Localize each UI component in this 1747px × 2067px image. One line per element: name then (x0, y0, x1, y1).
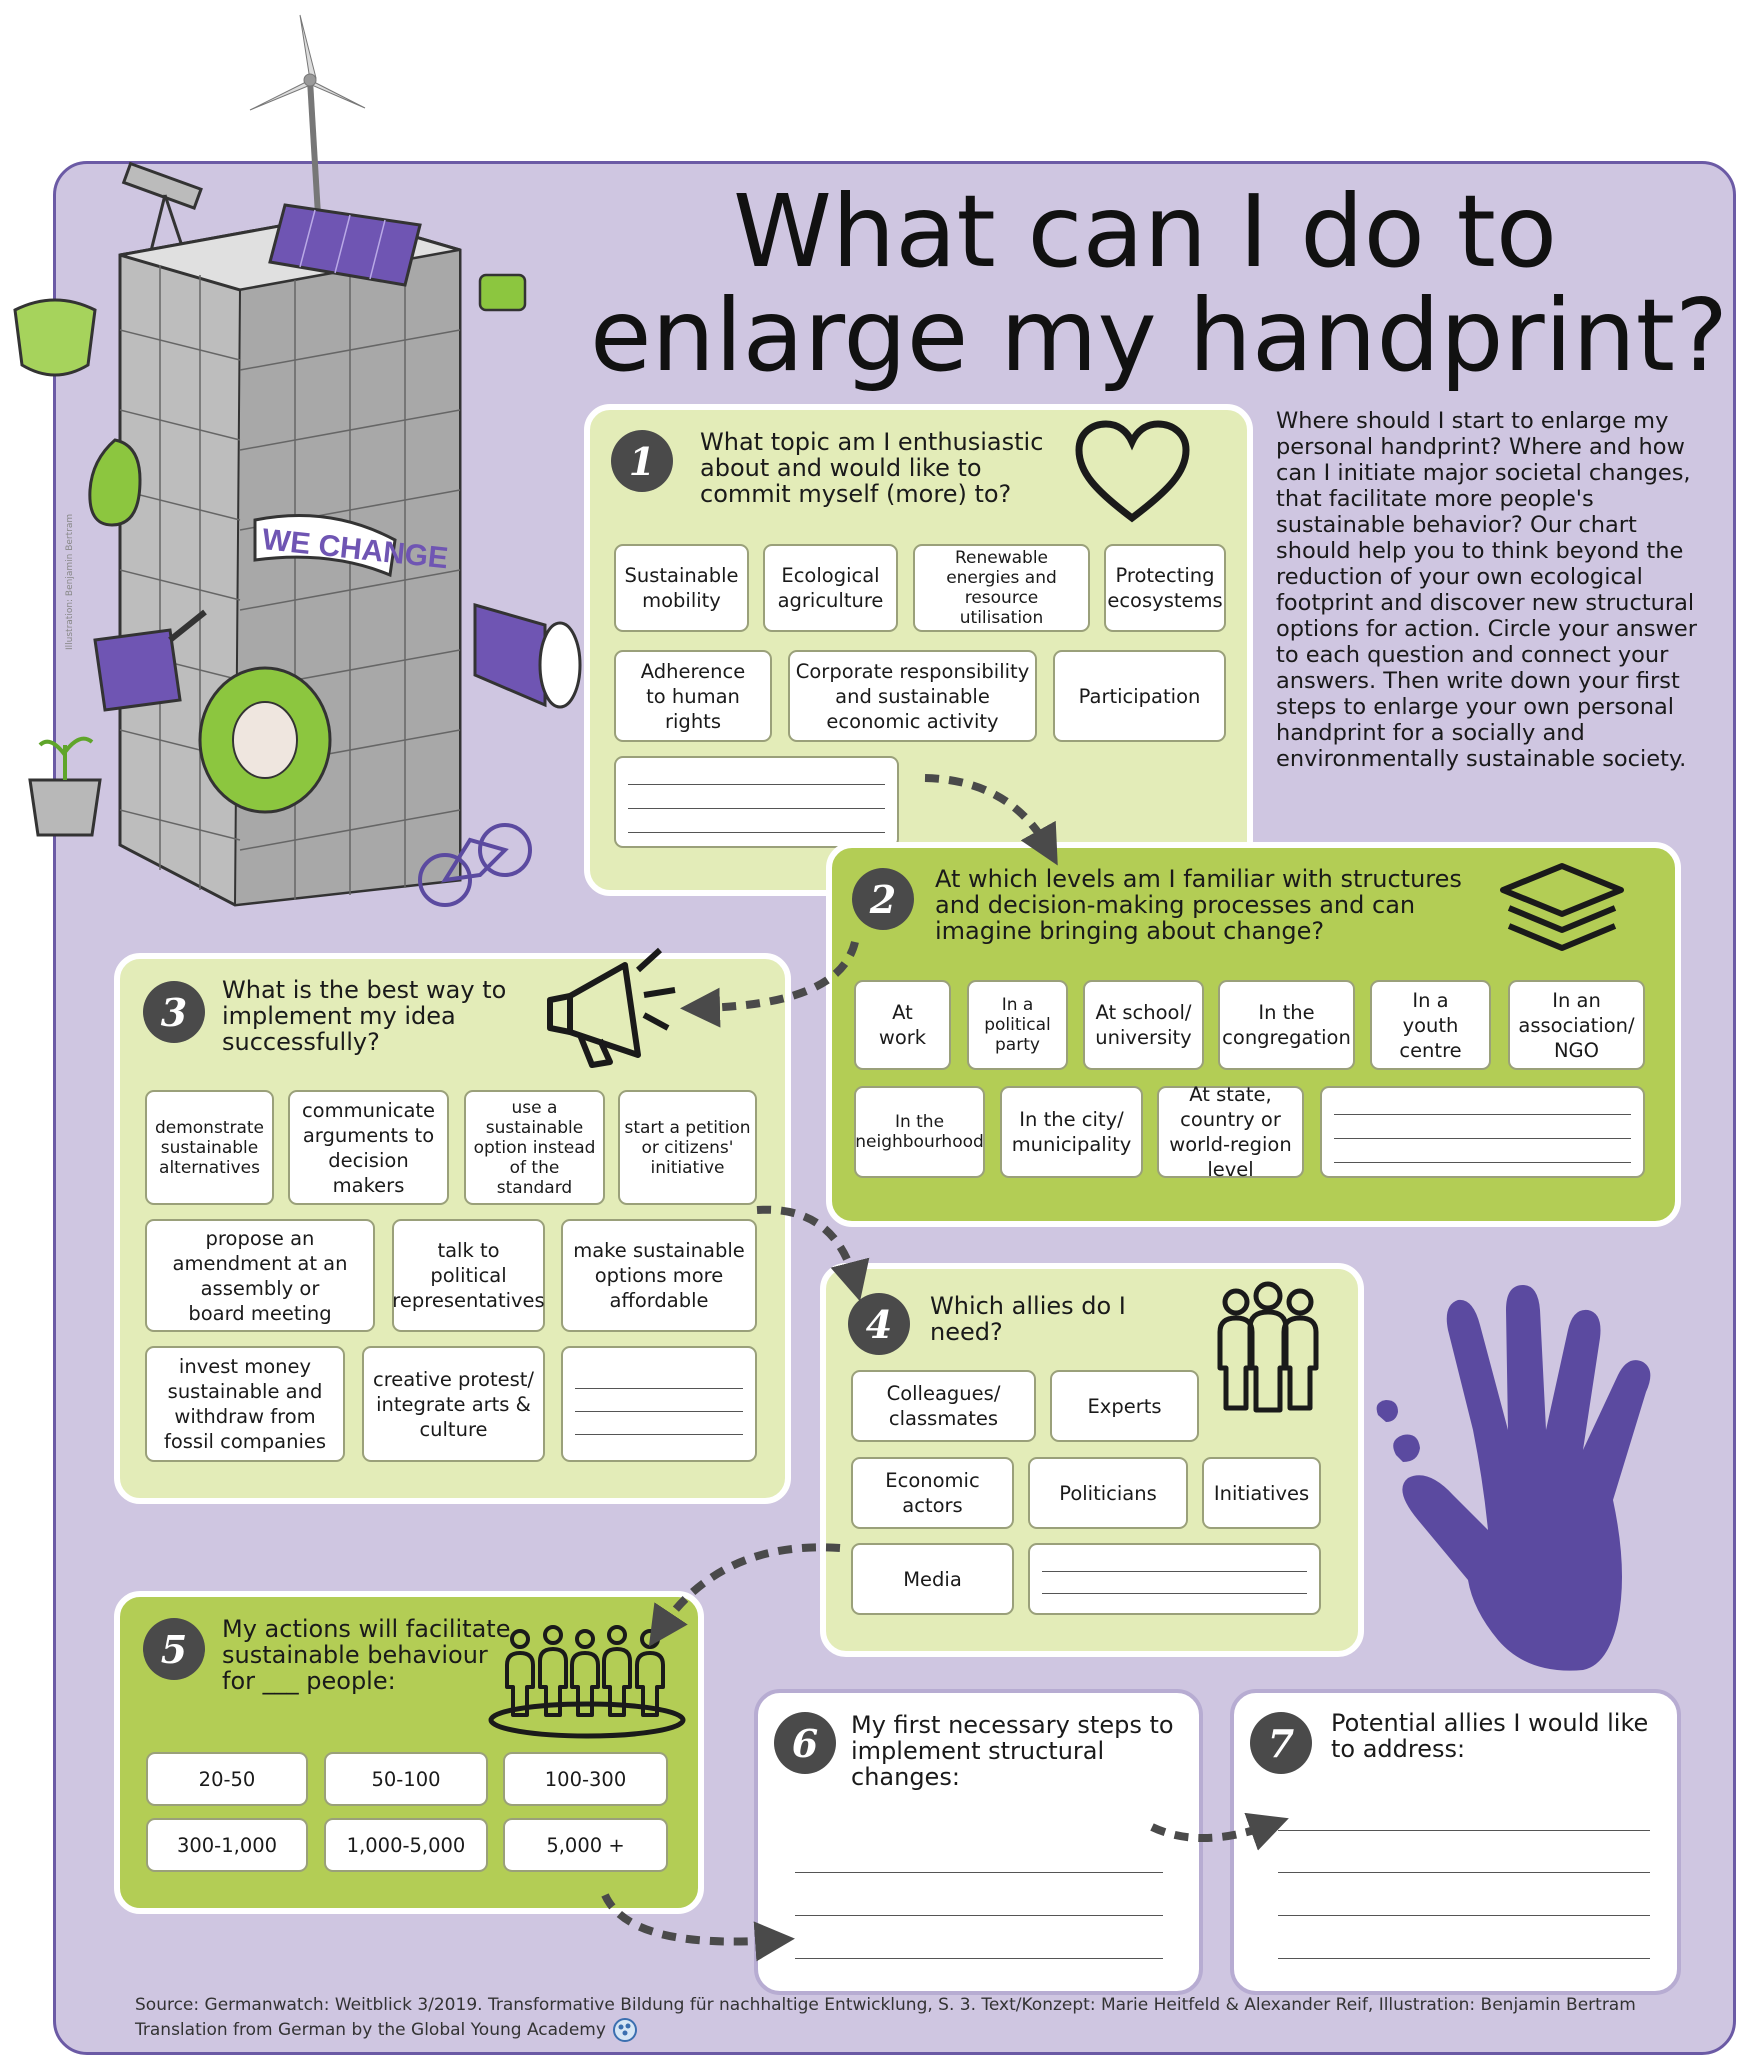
q5-option-50-100[interactable]: 50-100 (324, 1752, 488, 1806)
source-credit: Source: Germanwatch: Weitblick 3/2019. T… (135, 1993, 1715, 2043)
q6-question: My first necessary steps to implement st… (851, 1711, 1174, 1791)
q4-write-in[interactable] (1028, 1543, 1321, 1615)
q7-write-line[interactable] (1278, 1915, 1650, 1916)
heart-icon (1075, 420, 1190, 523)
q4-option-initiatives[interactable]: Initiatives (1202, 1457, 1321, 1529)
arrow-3-to-4 (756, 1205, 870, 1302)
q7-question: Potential allies I would like to address… (1331, 1709, 1649, 1763)
q4-option-media[interactable]: Media (851, 1543, 1014, 1615)
telescope-icon (121, 161, 203, 256)
q5-option-100-300[interactable]: 100-300 (503, 1752, 668, 1806)
intro-text: Where should I start to enlarge my perso… (1276, 408, 1698, 772)
q4-option-politicians[interactable]: Politicians (1028, 1457, 1188, 1529)
group-icon (1217, 1281, 1319, 1413)
q4-option-colleagues[interactable]: Colleagues/classmates (851, 1370, 1036, 1442)
step-1-number: 1 (611, 430, 673, 492)
q3-question: What is the best way to implement my ide… (222, 976, 507, 1056)
page-title: What can I do to enlarge my handprint? (590, 173, 1729, 394)
plant-pot-icon (28, 736, 102, 837)
we-change-banner: WE CHANGE (253, 514, 450, 578)
q7-write-line[interactable] (1278, 1958, 1650, 1959)
q3-option-creative-protest[interactable]: creative protest/integrate arts &culture (362, 1346, 545, 1462)
layers-icon (1500, 863, 1624, 951)
plug-icon (478, 273, 527, 312)
q4-question: Which allies do I need? (930, 1292, 1126, 1346)
q2-option-school-university[interactable]: At school/university (1083, 980, 1204, 1070)
q5-option-1000-5000[interactable]: 1,000-5,000 (324, 1818, 488, 1872)
tower-megaphone-icon (473, 603, 582, 709)
q2-question: At which levels am I familiar with struc… (935, 865, 1462, 945)
watering-can-icon (93, 609, 207, 712)
q4-option-experts[interactable]: Experts (1050, 1370, 1199, 1442)
step-3-number: 3 (143, 981, 205, 1043)
pear-icon (88, 438, 142, 527)
source-line-2: Translation from German by the Global Yo… (135, 2017, 1715, 2043)
q1-option-participation[interactable]: Participation (1053, 650, 1226, 742)
q1-write-in[interactable] (614, 756, 899, 848)
q3-write-in[interactable] (561, 1346, 757, 1462)
q5-option-20-50[interactable]: 20-50 (146, 1752, 308, 1806)
crowd-icon (488, 1625, 686, 1739)
gya-logo-icon (612, 2018, 637, 2042)
arrow-5-to-6 (601, 1893, 795, 1962)
arrow-6-to-7 (1150, 1812, 1289, 1851)
q6-write-line[interactable] (795, 1915, 1163, 1916)
title-line-1: What can I do to (732, 173, 1558, 290)
step-5-number: 5 (143, 1618, 205, 1680)
q1-question: What topic am I enthusiastic about and w… (700, 428, 1044, 508)
q5-option-5000-plus[interactable]: 5,000 + (503, 1818, 668, 1872)
solar-panel-icon (268, 203, 422, 287)
arrow-4-to-5 (648, 1543, 841, 1647)
step-4-number: 4 (848, 1293, 910, 1355)
q6-write-line[interactable] (795, 1958, 1163, 1959)
q5-option-300-1000[interactable]: 300-1,000 (146, 1818, 308, 1872)
title-line-2: enlarge my handprint? (590, 277, 1729, 394)
bicycle-icon (418, 823, 532, 907)
step-6-number: 6 (774, 1712, 836, 1774)
megaphone-icon (547, 947, 676, 1068)
illustration-credit: Illustration: Benjamin Bertram (65, 514, 75, 650)
q7-write-line[interactable] (1278, 1830, 1650, 1831)
q7-write-line[interactable] (1278, 1872, 1650, 1873)
q2-write-in[interactable] (1320, 1086, 1645, 1178)
cup-icon (13, 298, 97, 377)
wind-turbine-icon (249, 14, 366, 216)
arrow-2-to-3 (680, 940, 859, 1028)
green-person-icon (198, 666, 332, 814)
q5-question: My actions will facilitate sustainable b… (222, 1615, 511, 1695)
arrow-1-to-2 (924, 774, 1058, 866)
q6-write-line[interactable] (795, 1872, 1163, 1873)
tower-illustration: WE CHANGE Illustration: Benjamin Bertram (13, 14, 582, 907)
hand-icon (1376, 1285, 1651, 1671)
source-line-1: Source: Germanwatch: Weitblick 3/2019. T… (135, 1995, 1636, 2015)
step-2-number: 2 (852, 868, 914, 930)
q2-option-city-municipality[interactable]: In the city/municipality (1000, 1086, 1143, 1178)
step-7-number: 7 (1250, 1712, 1312, 1774)
